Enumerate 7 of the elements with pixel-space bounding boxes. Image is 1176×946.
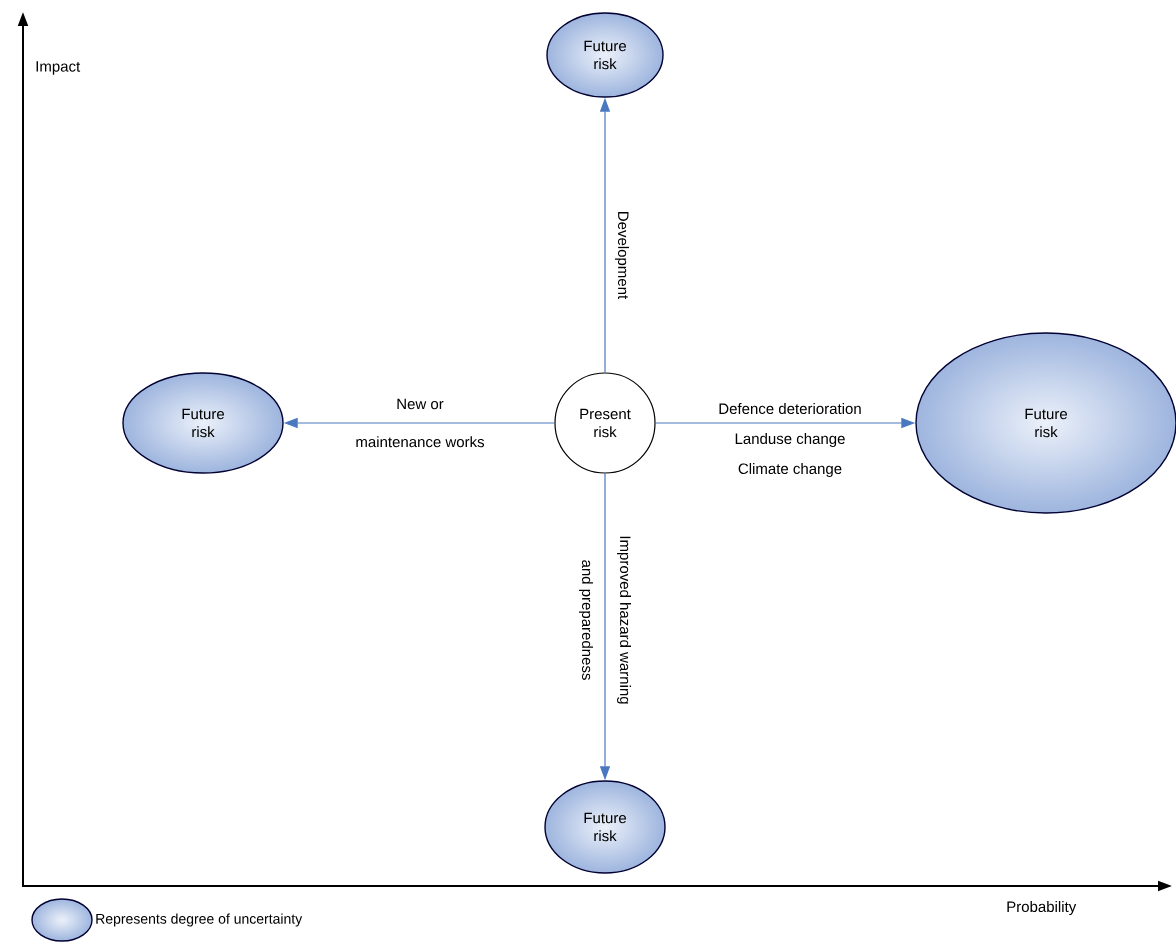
axis-label: Probability: [1007, 901, 1077, 915]
edge-label: Improved hazard warning and preparedness: [579, 536, 631, 704]
legend-text: Represents degree of uncertainty: [96, 913, 303, 927]
edge-label: New or maintenance works: [356, 398, 485, 448]
edge-label: Defence deterioration Landuse change Climate change: [719, 403, 861, 477]
edge-label: Development: [615, 212, 629, 300]
axis-label: Impact: [36, 61, 81, 75]
